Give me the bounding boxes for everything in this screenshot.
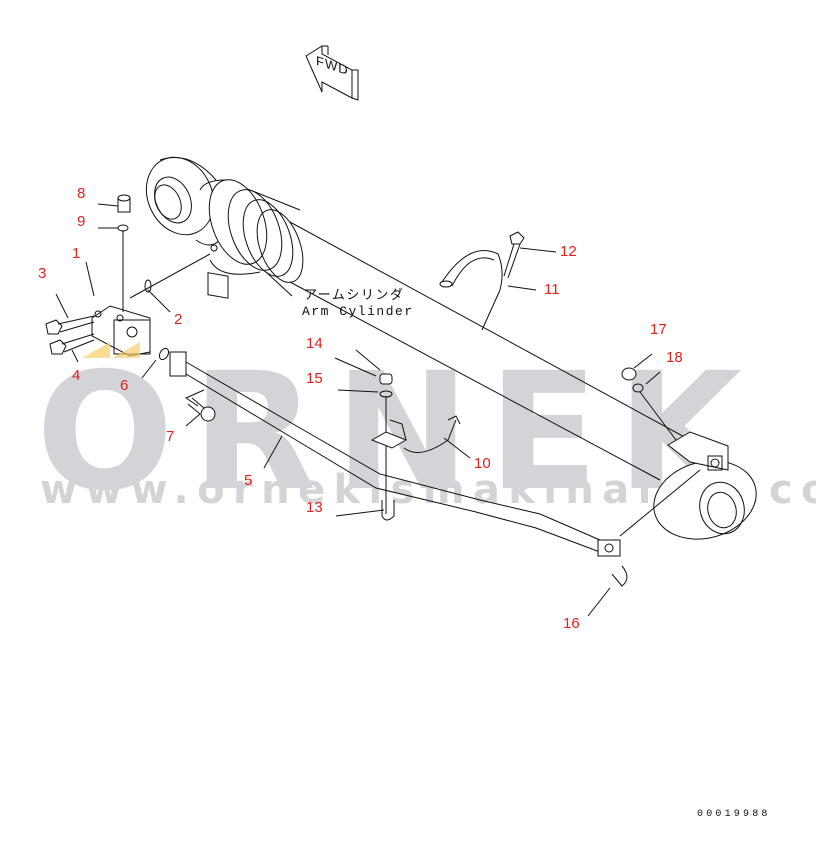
leader-lines [55,203,701,617]
callout-11[interactable]: 11 [544,281,560,298]
u-bolt-16-icon [611,565,628,587]
nut-17-icon [621,367,637,381]
tube-5 [169,351,621,557]
callout-3[interactable]: 3 [38,265,47,282]
fwd-arrow-icon [305,45,359,101]
bolt-4-icon [49,333,95,355]
callout-9[interactable]: 9 [77,213,86,230]
callout-18[interactable]: 18 [666,349,683,366]
callout-4[interactable]: 4 [72,367,81,384]
callout-5[interactable]: 5 [244,472,253,489]
nut-14-icon [379,373,393,385]
watermark-accent-shape [82,342,110,358]
u-bolt-13-icon [381,500,395,521]
part-title-en: Arm Cylinder [302,304,414,319]
bolt-3-icon [45,315,95,335]
bolt-12-icon [503,231,525,279]
callout-12[interactable]: 12 [560,243,577,260]
cylinder-head-end [145,156,221,246]
callout-2[interactable]: 2 [174,311,183,328]
callout-14[interactable]: 14 [306,335,323,352]
callout-17[interactable]: 17 [650,321,667,338]
bolt-7-icon [187,397,216,422]
callout-13[interactable]: 13 [306,499,323,516]
plug-8-icon [117,194,131,213]
callout-10[interactable]: 10 [474,455,491,472]
callout-1[interactable]: 1 [72,245,81,262]
cylinder-rod-end [653,431,757,540]
callout-7[interactable]: 7 [166,428,175,445]
bracket-10 [370,415,461,453]
o-ring-6-icon [158,347,170,361]
cylinder-barrel [199,179,691,481]
callout-8[interactable]: 8 [77,185,86,202]
callout-15[interactable]: 15 [306,370,323,387]
callout-6[interactable]: 6 [120,377,129,394]
part-title-jp: アームシリンダ [304,288,405,303]
clamp-11 [439,250,503,331]
callout-16[interactable]: 16 [563,615,580,632]
washer-18-icon [632,383,644,393]
drawing-number: 00019988 [697,809,771,820]
